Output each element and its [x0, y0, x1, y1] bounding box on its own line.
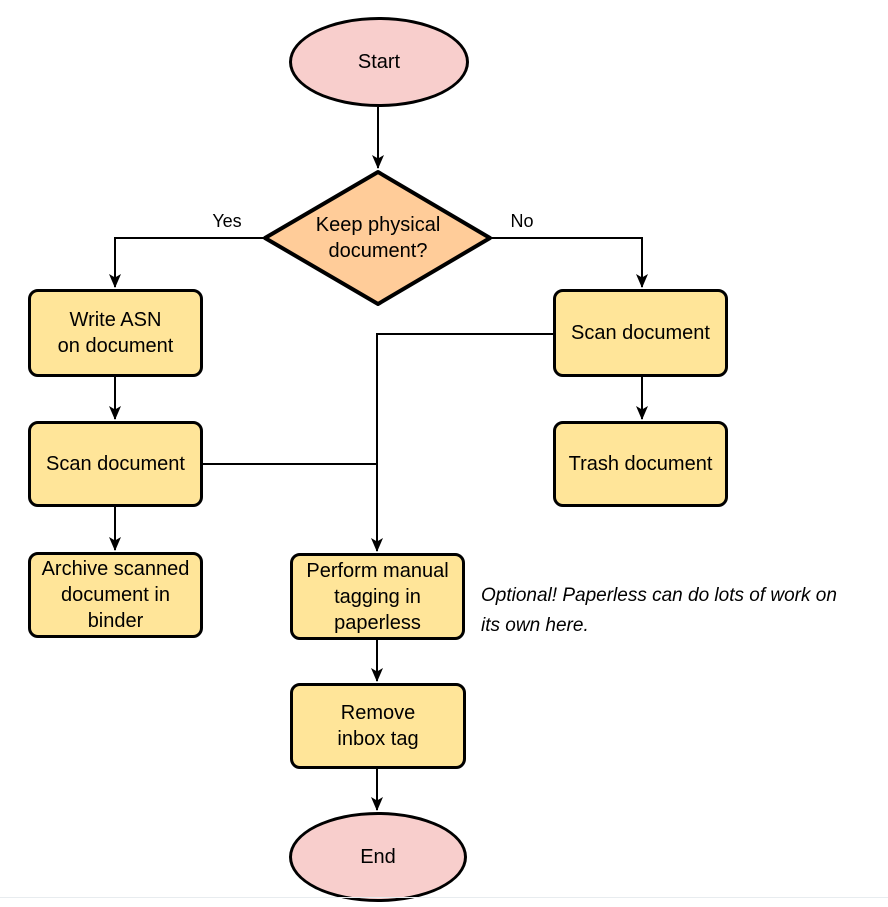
node-scan-document-left-label: Scan document: [46, 453, 185, 475]
node-start: Start: [289, 17, 469, 107]
node-manual-tagging-label: Perform manual tagging in paperless: [306, 559, 449, 634]
node-scan-document-right: Scan document: [553, 289, 728, 377]
edge-decision-yes-to-write-asn: [109, 237, 265, 288]
node-write-asn: Write ASN on document: [28, 289, 203, 377]
node-end: End: [289, 812, 467, 902]
node-archive-binder-label: Archive scanned document in binder: [41, 558, 190, 632]
node-scan-document-right-label: Scan document: [571, 322, 710, 344]
node-manual-tagging: Perform manual tagging in paperless: [290, 553, 465, 640]
node-scan-document-left: Scan document: [28, 421, 203, 507]
edge-scan-right-to-tagging: [371, 333, 553, 552]
node-decision-label: Keep physical document?: [315, 214, 441, 262]
edge-label-no: No: [494, 210, 550, 232]
edge-decision-no-to-scan-right: [490, 237, 648, 288]
node-start-label: Start: [357, 51, 401, 73]
node-trash-document-label: Trash document: [568, 453, 713, 475]
node-write-asn-label: Write ASN on document: [57, 309, 174, 357]
decision-diamond-shape: [263, 170, 492, 306]
node-remove-inbox-tag: Remove inbox tag: [290, 683, 466, 769]
node-decision: Keep physical document?: [288, 205, 468, 271]
node-trash-document: Trash document: [553, 421, 728, 507]
page-bottom-divider: [0, 897, 888, 898]
optional-note: Optional! Paperless can do lots of work …: [481, 585, 837, 636]
node-end-label: End: [360, 846, 396, 868]
node-remove-inbox-tag-label: Remove inbox tag: [337, 702, 419, 750]
node-archive-binder: Archive scanned document in binder: [28, 552, 203, 638]
edge-label-yes: Yes: [199, 210, 255, 232]
